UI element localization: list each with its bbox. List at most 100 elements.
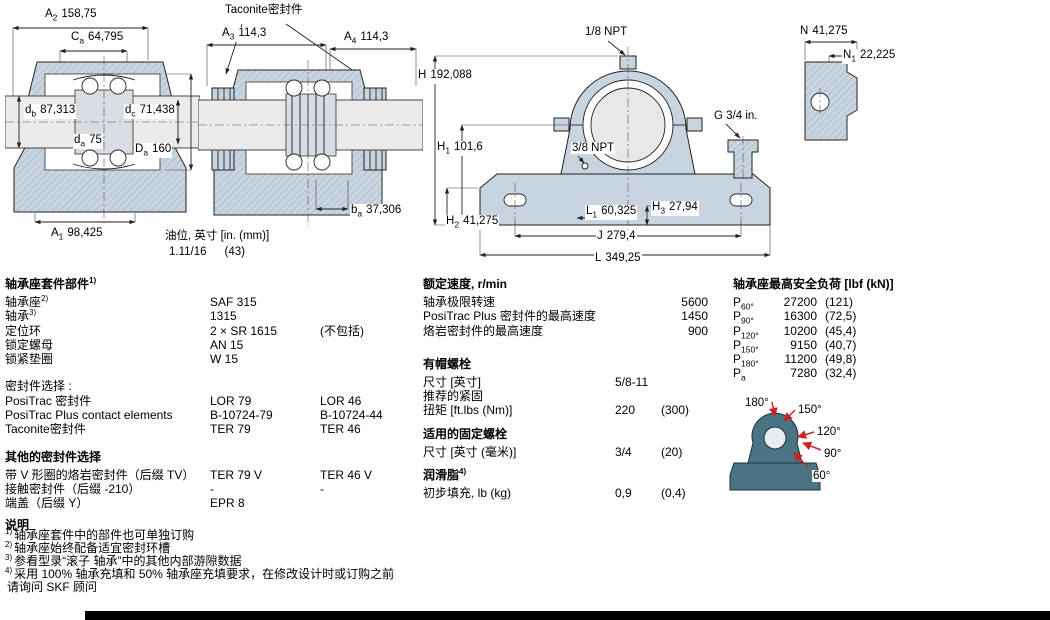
footnote-text: 轴承座始终配备适宜密封环槽 xyxy=(14,541,171,555)
row-value-1: 220 xyxy=(615,403,636,418)
bottom-black-bar xyxy=(85,611,1050,620)
table-row: 锁紧垫圈 W 15 xyxy=(5,353,420,367)
other-seals-header: 其他的密封件选择 xyxy=(5,449,102,464)
label-text: 轴承 xyxy=(5,309,30,324)
row-label: 端盖（后缀 Y） xyxy=(5,496,89,511)
dim-letter: J xyxy=(597,230,603,242)
table-row: 锁定螺母 AN 15 xyxy=(5,337,420,353)
row-label: 初步填充, lb (kg) xyxy=(423,486,512,501)
row-value-1: TER 79 xyxy=(210,422,251,437)
dim-G: G 3/4 in. xyxy=(713,110,759,122)
dim-letter: H xyxy=(652,201,661,213)
table-row: 推荐的紧固 xyxy=(423,390,713,404)
dim-letter: H xyxy=(437,141,446,153)
oil-level-values: 1.11/16(43) xyxy=(168,246,246,258)
load-value: 27200 xyxy=(783,295,817,309)
row-value-2: TER 46 V xyxy=(320,467,373,482)
dim-letter: L xyxy=(586,205,593,217)
label-text: 轴承座 xyxy=(5,295,42,309)
dim-letter: H xyxy=(446,215,455,227)
row-label: 推荐的紧固 xyxy=(423,389,484,404)
footnote-sup: 2) xyxy=(5,540,13,549)
dim-sub: 1 xyxy=(851,53,857,64)
row-value-1: 0,9 xyxy=(615,486,632,501)
row-label: 尺寸 [英寸 (毫米)] xyxy=(423,444,517,459)
dim-letter: D xyxy=(135,143,144,155)
row-value-1: B-10724-79 xyxy=(210,408,273,423)
drawing-section-taconite xyxy=(198,23,423,226)
dim-value: 75 xyxy=(89,134,102,146)
row-value-1: EPR 8 xyxy=(210,496,245,511)
row-label: 扭矩 [ft.lbs (Nm)] xyxy=(423,403,513,418)
grease-plug xyxy=(581,162,589,170)
dim-letter: d xyxy=(74,134,81,146)
row-value: 900 xyxy=(687,323,708,338)
npt-side-label: 3/8 NPT xyxy=(571,142,616,154)
drawing-end-view xyxy=(804,39,858,141)
row-value-1: TER 79 V xyxy=(210,467,263,482)
dim-value: 158,75 xyxy=(61,8,97,20)
load-value: 7280 xyxy=(790,366,817,381)
row-value-1: 5/8-11 xyxy=(615,374,649,389)
label-text: 锁定螺母 xyxy=(5,337,54,352)
dim-value: 279,4 xyxy=(606,230,636,242)
label-text: 定位环 xyxy=(5,323,42,338)
section-label-text: 密封件选择 : xyxy=(5,379,72,394)
label-text: P xyxy=(733,309,742,324)
row-value-2: (20) xyxy=(661,444,683,459)
table-row: 轴承座2)SAF 315 xyxy=(5,295,420,310)
speed-header: 额定速度, r/min xyxy=(423,277,508,291)
drawing-grease-fitting xyxy=(725,123,759,182)
load-label: Pa xyxy=(733,367,777,384)
dim-value: 41,275 xyxy=(812,25,848,37)
row-value-1: AN 15 xyxy=(210,337,244,352)
footnote-sup: 3) xyxy=(5,553,13,562)
load-header: 轴承座最高安全负荷 [lbf (kN)] xyxy=(733,277,894,291)
table-row: P90°16300(72,5) xyxy=(733,310,1033,327)
dim-sub: c xyxy=(131,108,136,119)
dim-letter: A xyxy=(51,227,59,239)
load-paren: (32,4) xyxy=(825,366,857,381)
row-value-1: 3/4 xyxy=(615,444,632,459)
load-paren: (40,7) xyxy=(825,337,857,352)
dim-sub: a xyxy=(79,35,85,46)
parts-header: 轴承座套件部件1) xyxy=(5,277,420,296)
row-value-1: W 15 xyxy=(210,352,239,367)
label-text: P xyxy=(733,337,742,352)
load-value: 11200 xyxy=(784,352,817,367)
dim-value: 192,088 xyxy=(430,69,472,81)
load-label: P180° xyxy=(733,353,777,370)
footnote: 请询问 SKF 顾问 xyxy=(5,581,394,594)
npt-top-label: 1/8 NPT xyxy=(584,26,629,38)
load-arrow-90 xyxy=(802,441,822,451)
footnote-text: 采用 100% 轴承充填和 50% 轴承座充填要求，在修改设计时或订购之前 xyxy=(14,567,395,581)
dim-sub: a xyxy=(80,138,86,149)
dim-sub: a xyxy=(143,147,149,158)
fixbolt-header: 适用的固定螺栓 xyxy=(423,426,508,441)
load-arrow-120 xyxy=(797,430,815,439)
load-label: P90° xyxy=(733,310,777,327)
label-text: 锁紧垫圈 xyxy=(5,352,54,367)
footnote-text: 请询问 SKF 顾问 xyxy=(7,580,98,594)
diagram-housing-base xyxy=(729,462,821,491)
dim-letter: L xyxy=(595,252,602,264)
dim-sub: 2 xyxy=(454,219,460,230)
table-row: P120°10200(45,4) xyxy=(733,324,1033,342)
row-label: 轴承3) xyxy=(5,309,210,324)
dim-letter: A xyxy=(45,8,53,20)
label-sub: 90° xyxy=(741,315,754,326)
label-text: P xyxy=(733,295,742,309)
load-label: P120° xyxy=(733,324,777,342)
table-row: P150°9150(40,7) xyxy=(733,337,1033,354)
load-direction-diagram xyxy=(729,401,822,491)
